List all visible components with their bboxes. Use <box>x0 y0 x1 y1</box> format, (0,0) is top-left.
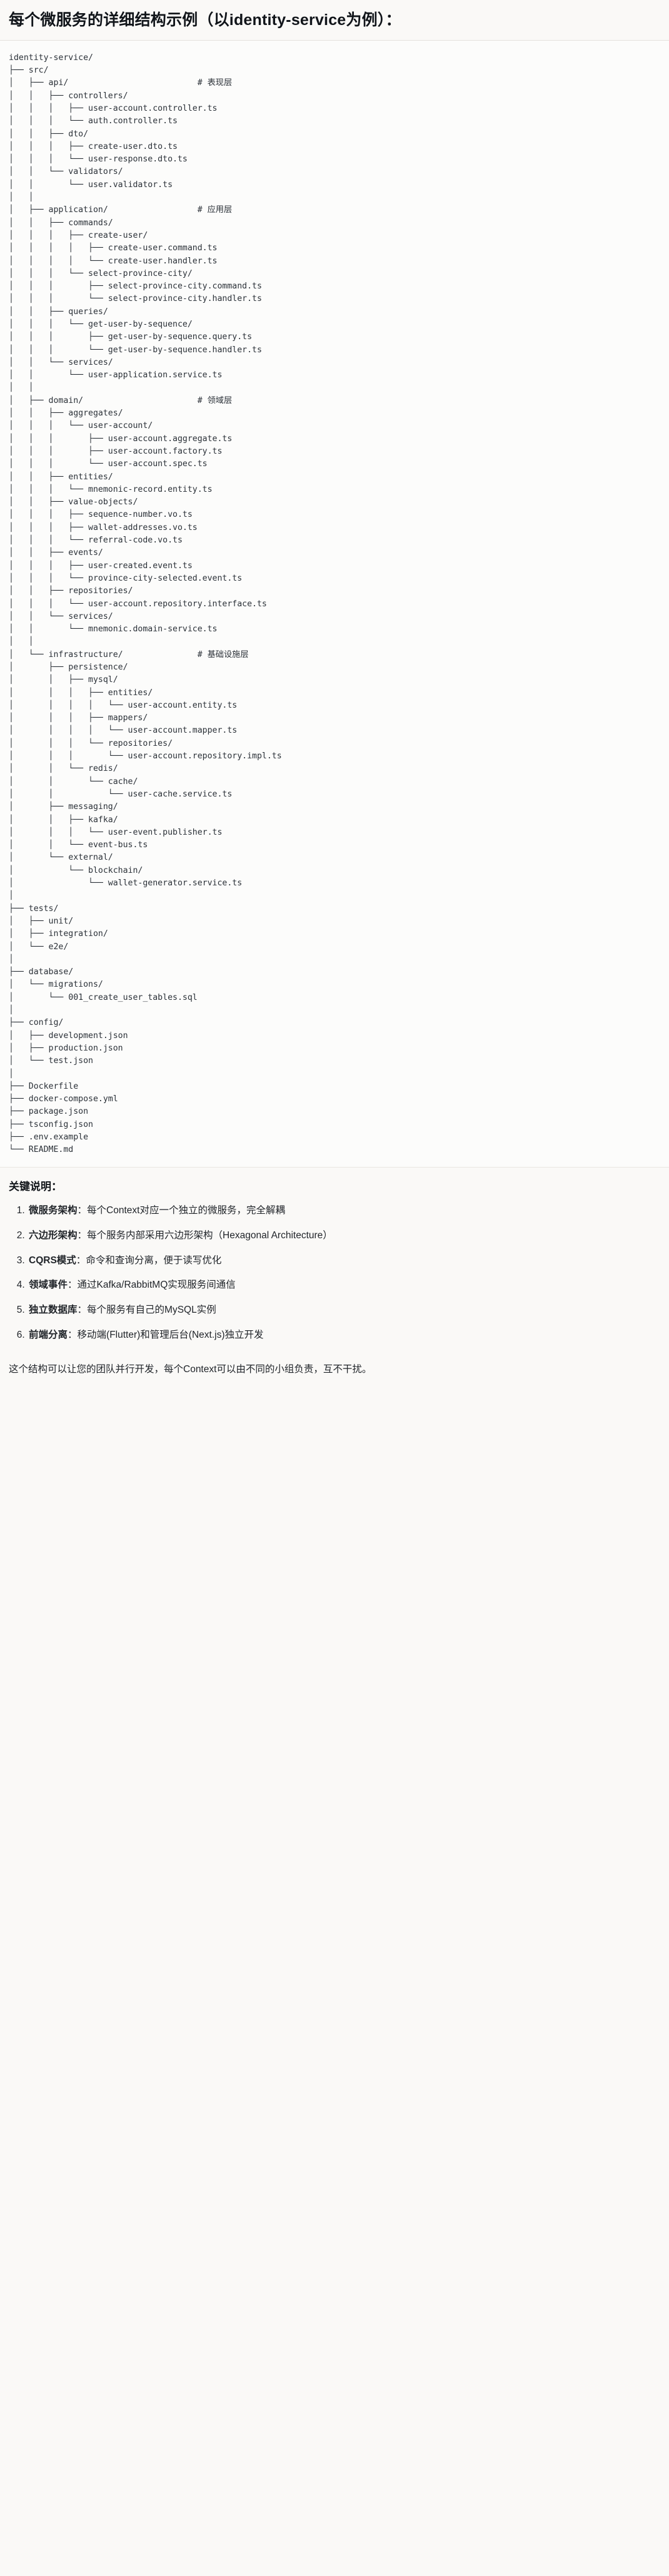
directory-tree-block: identity-service/ ├── src/ │ ├── api/ # … <box>0 40 669 1168</box>
key-term: 六边形架构 <box>29 1229 78 1241</box>
key-separator: ： <box>77 1305 88 1316</box>
key-description: 每个服务内部采用六边形架构（Hexagonal Architecture） <box>87 1229 333 1241</box>
key-description: 每个Context对应一个独立的微服务，完全解耦 <box>87 1205 285 1216</box>
list-item: CQRS模式：命令和查询分离，便于读写优化 <box>28 1253 660 1269</box>
key-separator: ： <box>77 1229 88 1241</box>
key-separator: ： <box>68 1280 78 1291</box>
list-item: 独立数据库：每个服务有自己的MySQL实例 <box>28 1303 660 1318</box>
page-title: 每个微服务的详细结构示例（以identity-service为例）： <box>0 0 669 41</box>
key-description: 每个服务有自己的MySQL实例 <box>87 1305 216 1316</box>
key-separator: ： <box>76 1255 86 1266</box>
key-description: 命令和查询分离，便于读写优化 <box>86 1255 222 1266</box>
document-page: 每个微服务的详细结构示例（以identity-service为例）： ident… <box>0 0 669 1390</box>
list-item: 微服务架构：每个Context对应一个独立的微服务，完全解耦 <box>28 1203 660 1219</box>
key-description: 通过Kafka/RabbitMQ实现服务间通信 <box>77 1280 236 1291</box>
directory-tree: identity-service/ ├── src/ │ ├── api/ # … <box>9 53 282 1155</box>
key-description: 移动端(Flutter)和管理后台(Next.js)独立开发 <box>77 1330 264 1341</box>
key-term: 领域事件 <box>29 1280 68 1291</box>
key-term: CQRS模式 <box>29 1255 76 1266</box>
closing-paragraph: 这个结构可以让您的团队并行开发，每个Context可以由不同的小组负责，互不干扰… <box>9 1363 372 1375</box>
key-term: 独立数据库 <box>29 1305 78 1316</box>
list-item: 前端分离：移动端(Flutter)和管理后台(Next.js)独立开发 <box>28 1328 660 1343</box>
key-term: 前端分离 <box>29 1330 68 1341</box>
key-points-section: 关键说明： 微服务架构：每个Context对应一个独立的微服务，完全解耦 六边形… <box>0 1168 669 1359</box>
key-term: 微服务架构 <box>29 1205 78 1216</box>
key-points-list: 微服务架构：每个Context对应一个独立的微服务，完全解耦 六边形架构：每个服… <box>9 1203 660 1343</box>
key-separator: ： <box>77 1205 88 1216</box>
key-points-title: 关键说明： <box>9 1180 62 1193</box>
list-item: 六边形架构：每个服务内部采用六边形架构（Hexagonal Architectu… <box>28 1228 660 1244</box>
key-separator: ： <box>68 1330 78 1341</box>
list-item: 领域事件：通过Kafka/RabbitMQ实现服务间通信 <box>28 1278 660 1293</box>
